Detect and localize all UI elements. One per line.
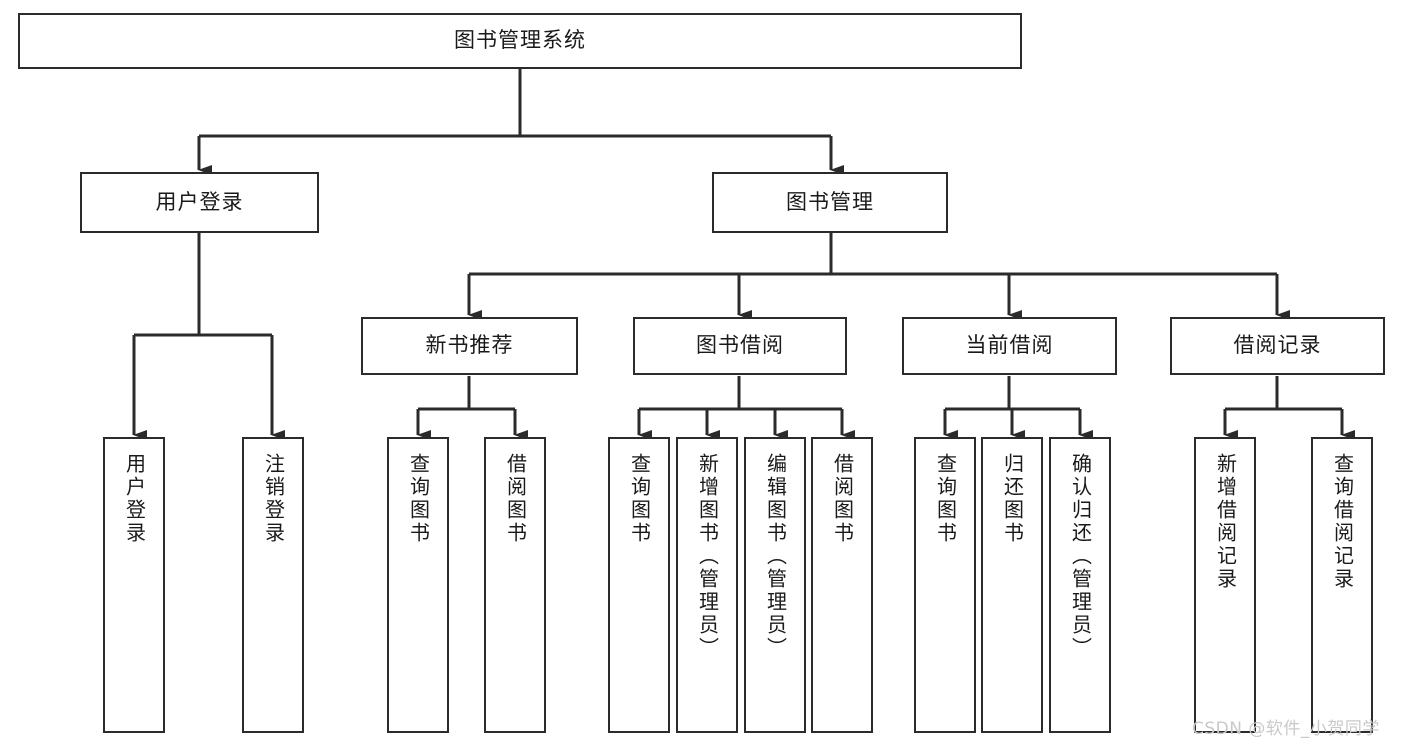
node-new-book-recommend[interactable]: 新书推荐 bbox=[361, 317, 578, 375]
leaf-edit-book-admin[interactable]: 编辑图书（管理员） bbox=[744, 437, 806, 733]
leaf-query-borrow-record-label: 查询借阅记录 bbox=[1330, 453, 1355, 591]
node-borrow-record[interactable]: 借阅记录 bbox=[1170, 317, 1385, 375]
node-book-borrow-label: 图书借阅 bbox=[696, 333, 784, 358]
csdn-watermark: CSDN @软件_小贺同学 bbox=[1192, 719, 1380, 739]
leaf-user-login-label: 用户登录 bbox=[122, 453, 147, 545]
node-user-login-label: 用户登录 bbox=[155, 189, 244, 214]
leaf-query-book-current-label: 查询图书 bbox=[933, 453, 958, 545]
node-book-borrow[interactable]: 图书借阅 bbox=[633, 317, 847, 375]
leaf-add-book-admin-label: 新增图书（管理员） bbox=[695, 453, 720, 660]
leaf-logout-label: 注销登录 bbox=[261, 453, 286, 545]
leaf-query-book-newbook[interactable]: 查询图书 bbox=[387, 437, 449, 733]
node-current-borrow-label: 当前借阅 bbox=[965, 333, 1054, 358]
leaf-query-book-current[interactable]: 查询图书 bbox=[914, 437, 976, 733]
leaf-edit-book-admin-label: 编辑图书（管理员） bbox=[763, 453, 788, 660]
leaf-user-login[interactable]: 用户登录 bbox=[103, 437, 165, 733]
leaf-borrow-book-borrow[interactable]: 借阅图书 bbox=[811, 437, 873, 733]
node-user-login[interactable]: 用户登录 bbox=[80, 172, 319, 233]
leaf-confirm-return-admin[interactable]: 确认归还（管理员） bbox=[1049, 437, 1111, 733]
node-book-management[interactable]: 图书管理 bbox=[712, 172, 948, 233]
node-borrow-record-label: 借阅记录 bbox=[1233, 333, 1322, 358]
leaf-return-book-label: 归还图书 bbox=[1000, 453, 1025, 545]
leaf-borrow-book-borrow-label: 借阅图书 bbox=[830, 453, 855, 545]
leaf-borrow-book-newbook[interactable]: 借阅图书 bbox=[484, 437, 546, 733]
node-root[interactable]: 图书管理系统 bbox=[18, 13, 1022, 69]
node-root-label: 图书管理系统 bbox=[454, 28, 586, 53]
leaf-query-book-borrow[interactable]: 查询图书 bbox=[608, 437, 670, 733]
leaf-add-borrow-record[interactable]: 新增借阅记录 bbox=[1194, 437, 1256, 733]
leaf-add-book-admin[interactable]: 新增图书（管理员） bbox=[676, 437, 738, 733]
leaf-confirm-return-admin-label: 确认归还（管理员） bbox=[1068, 453, 1093, 660]
leaf-logout[interactable]: 注销登录 bbox=[242, 437, 304, 733]
leaf-add-borrow-record-label: 新增借阅记录 bbox=[1213, 453, 1238, 591]
leaf-query-book-newbook-label: 查询图书 bbox=[406, 453, 431, 545]
leaf-query-borrow-record[interactable]: 查询借阅记录 bbox=[1311, 437, 1373, 733]
node-current-borrow[interactable]: 当前借阅 bbox=[902, 317, 1117, 375]
node-book-management-label: 图书管理 bbox=[786, 189, 874, 214]
leaf-return-book[interactable]: 归还图书 bbox=[981, 437, 1043, 733]
leaf-query-book-borrow-label: 查询图书 bbox=[627, 453, 652, 545]
node-new-book-recommend-label: 新书推荐 bbox=[425, 333, 514, 358]
leaf-borrow-book-newbook-label: 借阅图书 bbox=[503, 453, 528, 545]
